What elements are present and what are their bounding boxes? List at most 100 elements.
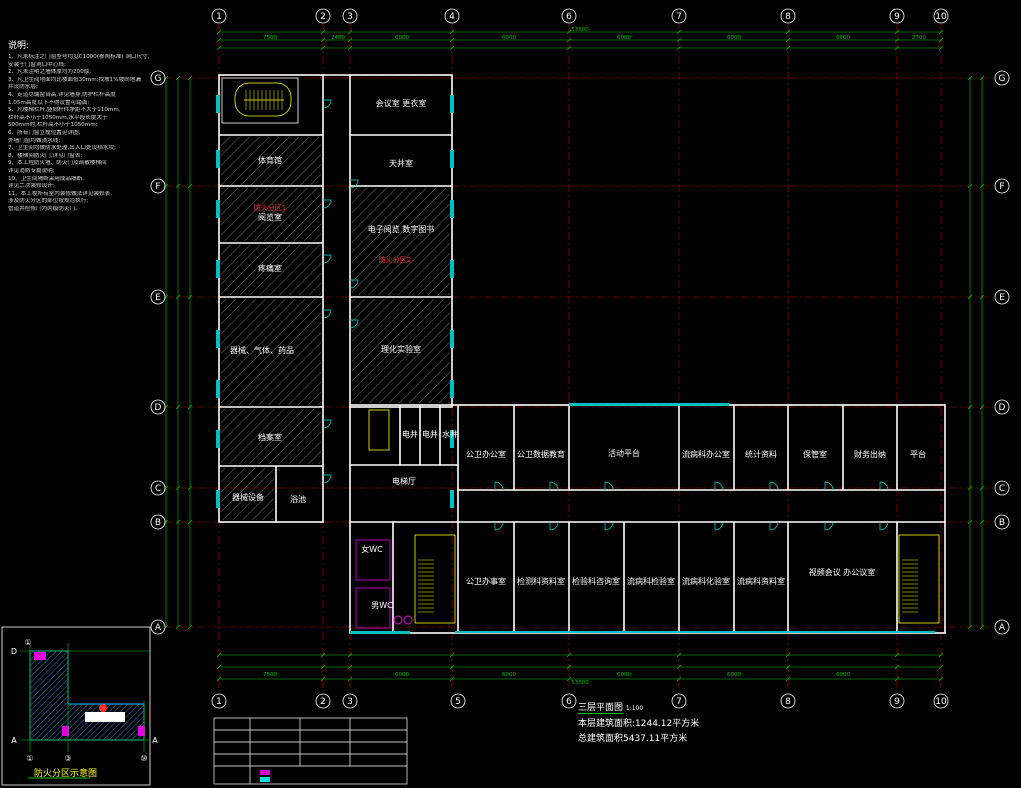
- svg-text:7500: 7500: [263, 672, 277, 678]
- dim-2-3: 2400: [331, 35, 345, 41]
- axis-bubble-right-C: C: [999, 484, 1005, 494]
- room-terrace: 平台: [910, 449, 926, 459]
- axis-bubble-bottom-6: 6: [566, 697, 572, 707]
- room-infect-3: 流病科资料室: [737, 576, 785, 586]
- dim-4-6: 6000: [502, 35, 516, 41]
- note-line: 8、楼梯间防火门,详见门窗表;: [8, 152, 83, 159]
- dim-overall-bottom: 53500: [571, 680, 589, 686]
- axis-bubble-right-G: G: [999, 74, 1006, 84]
- axis-bubble-bottom-7: 7: [676, 697, 682, 707]
- svg-text:6000: 6000: [502, 672, 516, 678]
- axis-bubble-bottom-3: 3: [347, 697, 353, 707]
- room-elec-note: 防火分区2: [379, 255, 411, 264]
- axis-bubble-bottom-10: 10: [935, 697, 947, 707]
- room-infect-2: 流病科化验室: [682, 576, 730, 586]
- drawing-title-text: 三层平面图: [578, 703, 624, 714]
- room-equipment-gas: 器械、气体、药品: [230, 345, 294, 355]
- axis-bubble-top-2: 2: [320, 12, 326, 22]
- room-well-1: 电井: [402, 429, 418, 439]
- axis-bubble-top-7: 7: [676, 12, 682, 22]
- axis-bubble-right-D: D: [999, 403, 1006, 413]
- axis-bubble-left-G: G: [155, 74, 162, 84]
- note-line: 9、本工程防火墙、防火门及疏散楼梯间: [8, 160, 107, 167]
- room-file: 档案室: [258, 432, 282, 442]
- key-plan-axis-top: ①: [24, 638, 31, 647]
- room-elevator-hall: 电梯厅: [392, 476, 416, 486]
- axis-bubble-right-F: F: [999, 182, 1004, 192]
- room-well-3: 水井: [442, 429, 458, 439]
- total-area: 总建筑面积5437.11平方米: [578, 734, 688, 744]
- note-line: 5、凡楼梯栏杆,竖向杆件净距不大于110mm,: [8, 107, 121, 114]
- axis-bubble-left-B: B: [155, 518, 161, 528]
- svg-text:6000: 6000: [727, 672, 741, 678]
- axis-bubble-bottom-8: 8: [785, 697, 791, 707]
- room-platform: 活动平台: [608, 448, 640, 458]
- note-line: 详见消防专篇说明;: [8, 167, 55, 174]
- svg-text:③: ③: [64, 754, 71, 763]
- room-library: 阅览室: [258, 212, 282, 222]
- svg-text:①: ①: [26, 754, 33, 763]
- dim-8-9: 6000: [836, 35, 850, 41]
- dimension-ticks: [163, 29, 985, 682]
- room-video: 视频会议 办公议室: [809, 567, 876, 577]
- room-wc-male: 男WC: [371, 601, 393, 610]
- svg-text:D: D: [11, 647, 17, 656]
- dim-3-4: 6000: [395, 35, 409, 41]
- note-line: 管道井检修门为丙级防火门。: [8, 205, 81, 212]
- dimension-lines: [165, 31, 983, 680]
- building-walls: [218, 74, 946, 634]
- room-pain: 疼痛室: [258, 263, 282, 273]
- key-plan: ① ① ③ ⑩ D A A: [1, 626, 158, 786]
- room-elec: 电子阅览 数字图书: [368, 224, 435, 234]
- axis-bubble-right-A: A: [999, 623, 1006, 633]
- note-line: 500mm时,栏杆高不小于1050mm;: [8, 122, 98, 129]
- axis-bubble-top-10: 10: [935, 12, 947, 22]
- dim-9-10: 2700: [912, 35, 926, 41]
- note-line: 7、卫生间均做防水处理,出入口处设挡水坎;: [8, 145, 116, 152]
- room-sport: 体育馆: [258, 155, 282, 165]
- note-line: 栏杆高不小于1050mm,水平段长度大于: [8, 114, 108, 121]
- svg-text:⑩: ⑩: [140, 754, 147, 763]
- svg-text:6000: 6000: [395, 672, 409, 678]
- svg-text:6000: 6000: [617, 672, 631, 678]
- axis-bubble-right-E: E: [999, 293, 1005, 303]
- notes-lines: 1、凡未标注之门窗型号均见C1000(参照标准) 洞口尺寸, 安装于门窗洞口中心…: [8, 54, 158, 213]
- axis-bubble-left-E: E: [155, 293, 161, 303]
- note-line: 涉及防火分区的部位按规范执行;: [8, 198, 89, 205]
- room-office-2: 公卫数据教育: [517, 449, 565, 459]
- general-notes: 说明: 1、凡未标注之门窗型号均见C1000(参照标准) 洞口尺寸, 安装于门窗…: [8, 38, 158, 213]
- drawing-title: 三层平面图 1:100: [578, 700, 643, 714]
- room-study: 理化实验室: [381, 344, 421, 354]
- note-line: 1.05m高度以下不得设置可踏面;: [8, 99, 90, 106]
- room-sky: 天井室: [389, 158, 413, 168]
- axis-bubble-bottom-1: 1: [216, 697, 222, 707]
- room-finance: 财务出纳: [854, 449, 886, 459]
- axis-bubble-left-F: F: [155, 182, 160, 192]
- axis-bubble-top-8: 8: [785, 12, 791, 22]
- axis-bubble-top-1: 1: [216, 12, 222, 22]
- title-block: [213, 717, 408, 785]
- note-line: 1、凡未标注之门窗型号均见C1000(参照标准) 洞口尺寸,: [8, 54, 150, 60]
- axis-bubble-top-6: 6: [566, 12, 572, 22]
- axis-bubble-bottom-5: 5: [455, 697, 461, 707]
- room-equip: 器械设备: [232, 492, 264, 502]
- washroom-fixtures: [355, 539, 413, 629]
- axis-bubbles-right: G F E D C B A: [994, 70, 1010, 635]
- axis-bubble-bottom-9: 9: [894, 697, 900, 707]
- note-line: 6、所有门窗立樘位置见详图,: [8, 129, 81, 136]
- axis-bubble-right-B: B: [999, 518, 1005, 528]
- room-wc-female: 女WC: [361, 544, 383, 554]
- axis-bubble-top-9: 9: [894, 12, 900, 22]
- notes-title: 说明:: [8, 41, 30, 51]
- note-line: 10、卫生间隔断采用成品隔断,: [8, 175, 85, 182]
- hatched-rooms: [221, 137, 450, 520]
- note-line: 安装于门窗洞口中心线;: [8, 61, 66, 68]
- dim-1-2: 7500: [263, 35, 277, 41]
- room-pub-lab: 公卫办事室: [466, 576, 506, 586]
- svg-text:A: A: [11, 736, 17, 745]
- svg-text:A: A: [152, 736, 158, 745]
- dim-7-8: 6000: [727, 35, 741, 41]
- note-line: 4、走道尽端窗台高,详见墙身,防护栏杆高度: [8, 91, 116, 98]
- room-labels: 体育馆 防火分区1 阅览室 疼痛室 器械、气体、药品 档案室 器械设备 浴池 会…: [230, 98, 926, 610]
